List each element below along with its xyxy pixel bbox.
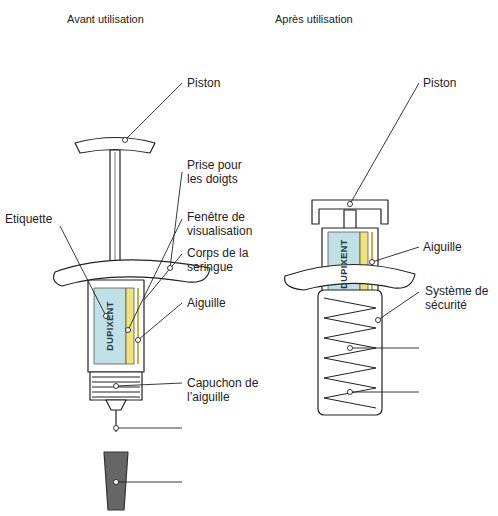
brand-print: DUPIXENT [337,239,351,289]
part-label: Corps de la seringue [187,246,271,274]
part-label: Aiguille [187,296,257,310]
part-label: Fenêtre de visualisation [187,210,275,238]
part-label: Système de sécurité [425,284,493,312]
panel-heading: Après utilisation [275,12,385,26]
part-label: Piston [187,76,257,90]
part-label: Capuchon de l’aiguille [187,376,283,404]
leader-lines [60,83,419,482]
brand-print: DUPIXENT [103,301,117,351]
part-label: Aiguille [423,240,493,254]
panel-heading: Avant utilisation [67,12,177,26]
syringe-after [285,200,415,415]
syringe-before [54,138,210,511]
part-label: Etiquette [5,212,65,226]
part-label: Piston [423,76,493,90]
safety-spring [324,298,376,408]
part-label: Prise pour les doigts [187,158,243,186]
leader-dots [104,138,381,485]
